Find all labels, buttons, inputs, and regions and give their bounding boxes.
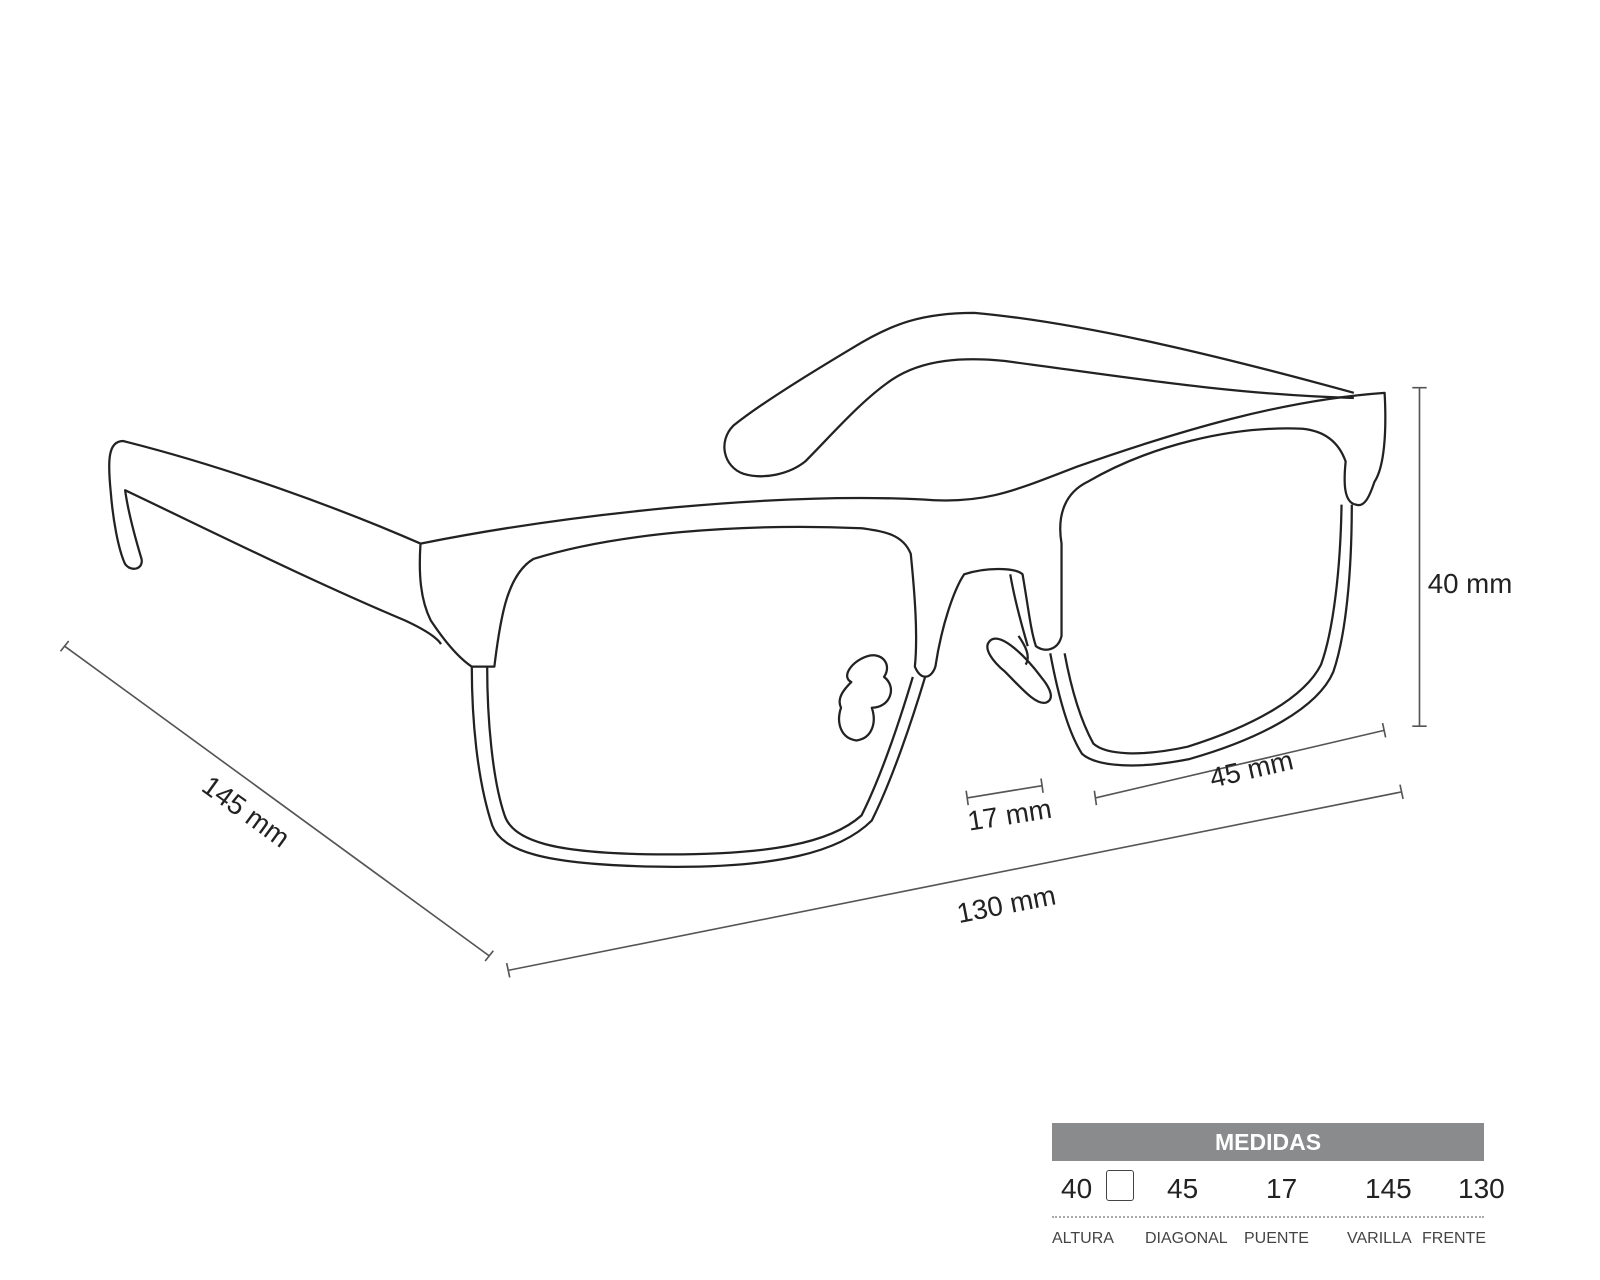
nose-pad-arm	[1009, 574, 1029, 666]
value-frente: 130	[1458, 1173, 1505, 1204]
left-lens-rim	[470, 666, 927, 868]
label-varilla: VARILLA	[1347, 1230, 1412, 1247]
label-altura: ALTURA	[1052, 1230, 1114, 1247]
dim-line-lens	[1093, 722, 1387, 806]
dim-line-temple	[59, 640, 494, 962]
dim-line-height	[1412, 386, 1427, 727]
bridge-dimension-label: 17 mm	[965, 793, 1053, 837]
nose-pad-right	[986, 637, 1052, 704]
frame-brow	[418, 391, 1387, 678]
label-puente: PUENTE	[1244, 1230, 1309, 1247]
label-diagonal: DIAGONAL	[1145, 1230, 1228, 1247]
checkbox-icon	[1106, 1170, 1134, 1201]
left-lens-inner	[486, 666, 914, 856]
dim-line-front	[505, 784, 1404, 978]
right-lens-inner	[1063, 504, 1343, 755]
nose-pad-left	[837, 654, 893, 742]
right-lens-rim	[1049, 504, 1353, 767]
measurements-table: MEDIDAS 40 45 17 145 130 ALTURA DIAGONAL…	[1052, 1123, 1505, 1248]
value-altura: 40	[1061, 1173, 1093, 1204]
lens-width-dimension-label: 45 mm	[1207, 744, 1296, 793]
value-puente: 17	[1266, 1173, 1298, 1204]
dim-line-bridge	[965, 778, 1044, 806]
table-labels-row: ALTURA DIAGONAL PUENTE VARILLA FRENTE	[1052, 1218, 1486, 1248]
near-temple	[108, 439, 442, 645]
label-frente: FRENTE	[1422, 1230, 1486, 1247]
far-temple	[723, 311, 1355, 478]
temple-dimension-label: 145 mm	[196, 770, 295, 854]
front-dimension-label: 130 mm	[954, 879, 1058, 929]
value-varilla: 145	[1365, 1173, 1412, 1204]
height-dimension-label: 40 mm	[1428, 568, 1513, 599]
table-values-row: 40 45 17 145 130	[1052, 1161, 1505, 1218]
value-diagonal: 45	[1167, 1173, 1199, 1204]
table-title: MEDIDAS	[1052, 1123, 1484, 1161]
